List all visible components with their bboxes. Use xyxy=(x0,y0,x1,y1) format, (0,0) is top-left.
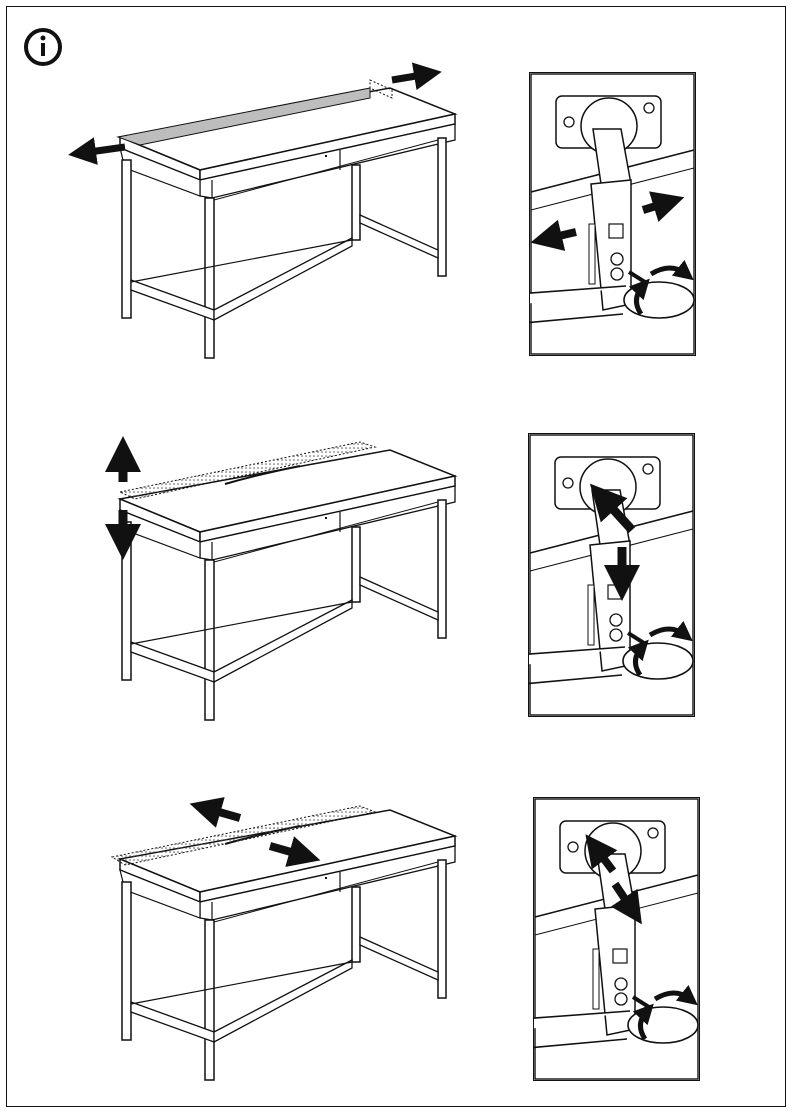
horizontal-arrows-icon xyxy=(530,219,577,251)
desktop-panel-highlight xyxy=(118,441,377,500)
arrow-right-icon xyxy=(391,62,442,91)
step-3 xyxy=(0,722,792,1102)
hinge-detail-2 xyxy=(528,433,695,717)
hinge-detail-3 xyxy=(533,797,700,1081)
info-circle-icon xyxy=(24,28,62,66)
desk-illustration-3 xyxy=(110,797,456,1081)
arrow-left-icon xyxy=(68,137,126,165)
diagonal-arrows-icon xyxy=(189,797,242,828)
hinge-detail-1 xyxy=(529,72,696,356)
desktop-panel-highlight xyxy=(116,87,371,146)
step-2 xyxy=(0,362,792,732)
desk-illustration-2 xyxy=(105,436,456,721)
desktop-panel-highlight xyxy=(110,805,377,866)
page-frame xyxy=(6,6,786,1107)
step-1 xyxy=(0,0,792,370)
desk-illustration-1 xyxy=(68,62,456,359)
